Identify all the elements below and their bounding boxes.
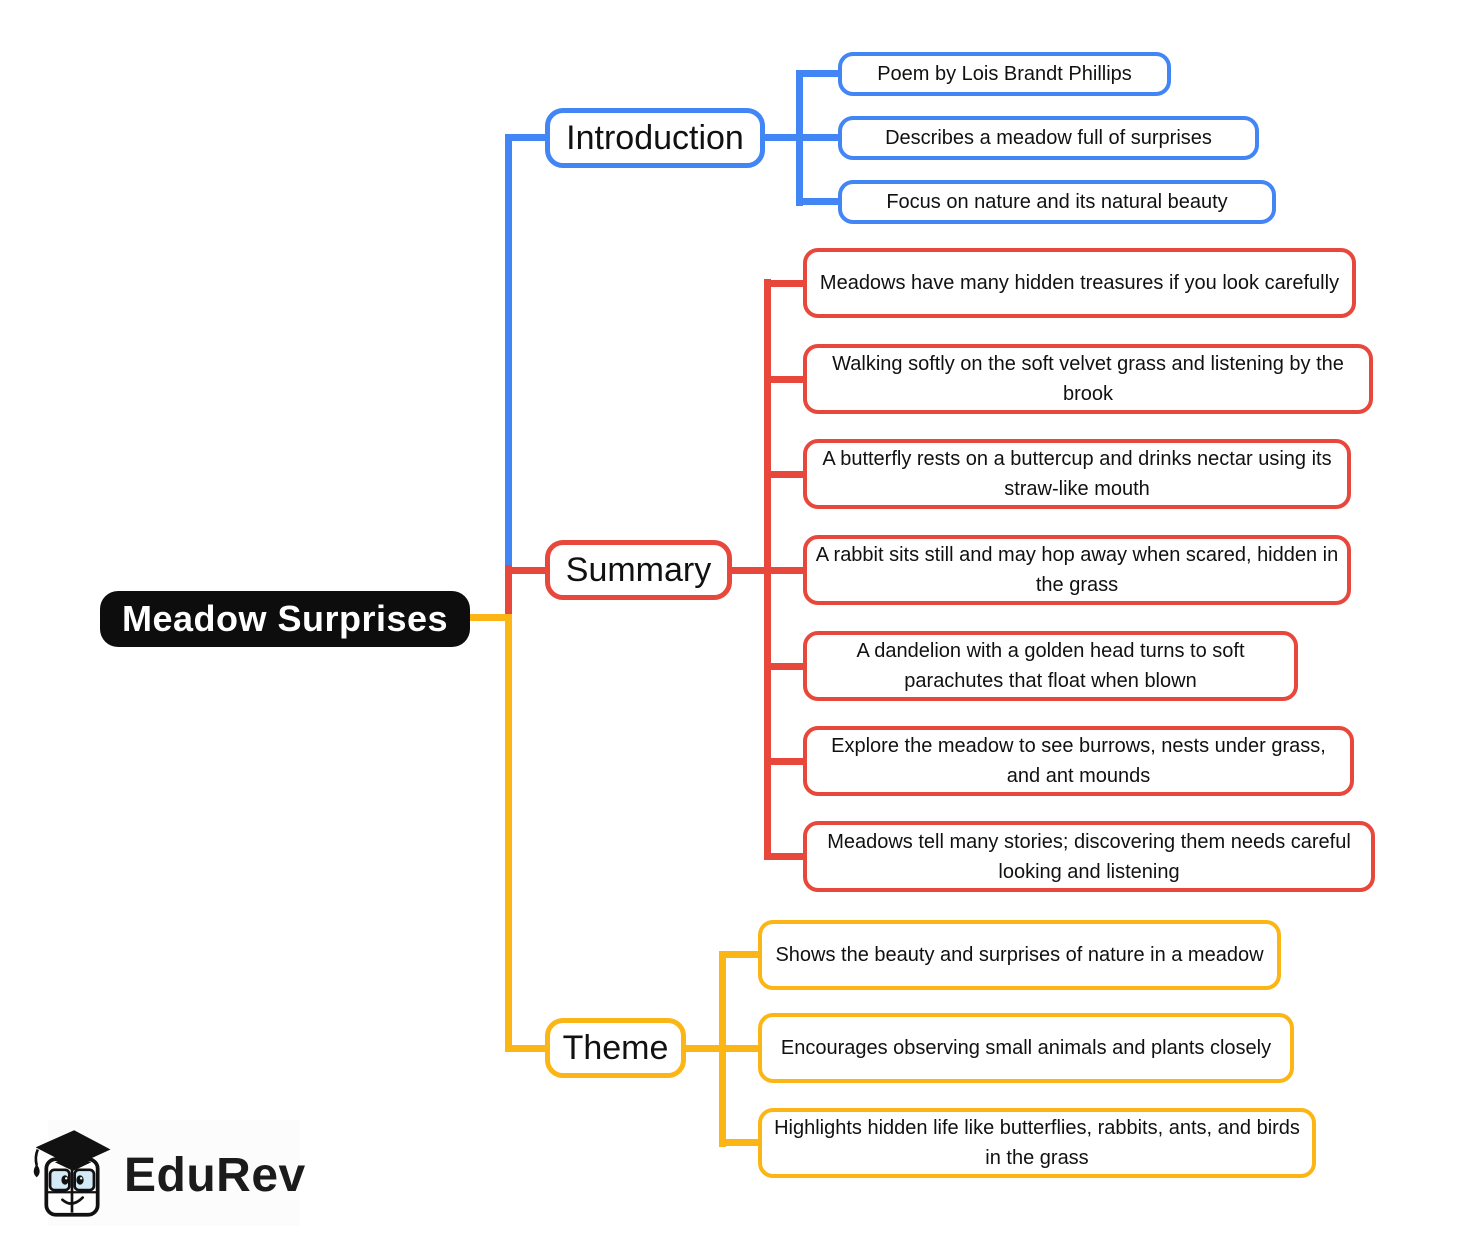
branch-label: Theme: [562, 1028, 669, 1067]
connector-theme-child3-stub: [719, 1139, 760, 1146]
leaf-label: Focus on nature and its natural beauty: [886, 191, 1228, 213]
leaf-node-intro-2: Describes a meadow full of surprises: [838, 116, 1259, 160]
connector-theme-child-trunk: [719, 951, 726, 1147]
leaf-label: Encourages observing small animals and p…: [780, 1037, 1272, 1059]
branch-node-theme: Theme: [545, 1018, 686, 1078]
logo-brand-text: EduRev: [124, 1149, 306, 1202]
connector-summary-child6-stub: [764, 758, 805, 765]
leaf-node-summary-2: Walking softly on the soft velvet grass …: [803, 344, 1373, 414]
connector-trunk-blue: [505, 134, 512, 565]
leaf-node-theme-2: Encourages observing small animals and p…: [758, 1013, 1294, 1083]
leaf-node-summary-6: Explore the meadow to see burrows, nests…: [803, 726, 1354, 796]
leaf-node-summary-7: Meadows tell many stories; discovering t…: [803, 821, 1375, 892]
leaf-label: Explore the meadow to see burrows, nests…: [831, 735, 1326, 787]
leaf-label: A dandelion with a golden head turns to …: [856, 640, 1245, 692]
branch-node-introduction: Introduction: [545, 108, 765, 168]
connector-summary-child1-stub: [764, 280, 805, 287]
connector-theme-stub: [505, 1045, 547, 1052]
connector-summary-child3-stub: [764, 471, 805, 478]
connector-summary-child-trunk: [764, 279, 771, 860]
leaf-node-summary-5: A dandelion with a golden head turns to …: [803, 631, 1298, 701]
leaf-node-summary-1: Meadows have many hidden treasures if yo…: [803, 248, 1356, 318]
branch-label: Summary: [565, 550, 712, 589]
graduation-cap-mascot-icon: [30, 1127, 114, 1224]
connector-summary-child5-stub: [764, 663, 805, 670]
connector-intro-child1-stub: [796, 70, 840, 77]
root-node: Meadow Surprises: [100, 591, 470, 647]
leaf-label: A rabbit sits still and may hop away whe…: [815, 544, 1339, 596]
connector-intro-child3-stub: [796, 198, 840, 205]
connector-summary-child7-stub: [764, 853, 805, 860]
leaf-node-theme-1: Shows the beauty and surprises of nature…: [758, 920, 1281, 990]
branch-node-summary: Summary: [545, 540, 732, 600]
connector-trunk-yellow: [505, 614, 512, 1052]
connector-intro-stub: [505, 134, 547, 141]
root-label: Meadow Surprises: [121, 598, 449, 639]
connector-theme-child1-stub: [719, 951, 760, 958]
leaf-label: Describes a meadow full of surprises: [885, 127, 1212, 149]
branch-label: Introduction: [566, 118, 744, 157]
leaf-label: Meadows tell many stories; discovering t…: [827, 830, 1351, 883]
leaf-label: Poem by Lois Brandt Phillips: [877, 63, 1132, 85]
leaf-node-intro-1: Poem by Lois Brandt Phillips: [838, 52, 1171, 96]
connector-intro-child-trunk: [796, 71, 803, 206]
leaf-label: Shows the beauty and surprises of nature…: [775, 944, 1264, 966]
leaf-node-summary-3: A butterfly rests on a buttercup and dri…: [803, 439, 1351, 509]
connector-summary-stub: [505, 567, 547, 574]
leaf-label: A butterfly rests on a buttercup and dri…: [822, 448, 1332, 500]
connector-root-stub: [468, 614, 512, 621]
leaf-label: Walking softly on the soft velvet grass …: [832, 353, 1344, 405]
connector-summary-child2-stub: [764, 376, 805, 383]
leaf-label: Highlights hidden life like butterflies,…: [774, 1117, 1300, 1169]
connector-trunk-red: [505, 565, 512, 618]
edurev-logo: EduRev: [30, 1127, 306, 1224]
leaf-node-summary-4: A rabbit sits still and may hop away whe…: [803, 535, 1351, 605]
leaf-node-theme-3: Highlights hidden life like butterflies,…: [758, 1108, 1316, 1178]
leaf-node-intro-3: Focus on nature and its natural beauty: [838, 180, 1276, 224]
leaf-label: Meadows have many hidden treasures if yo…: [819, 272, 1340, 294]
